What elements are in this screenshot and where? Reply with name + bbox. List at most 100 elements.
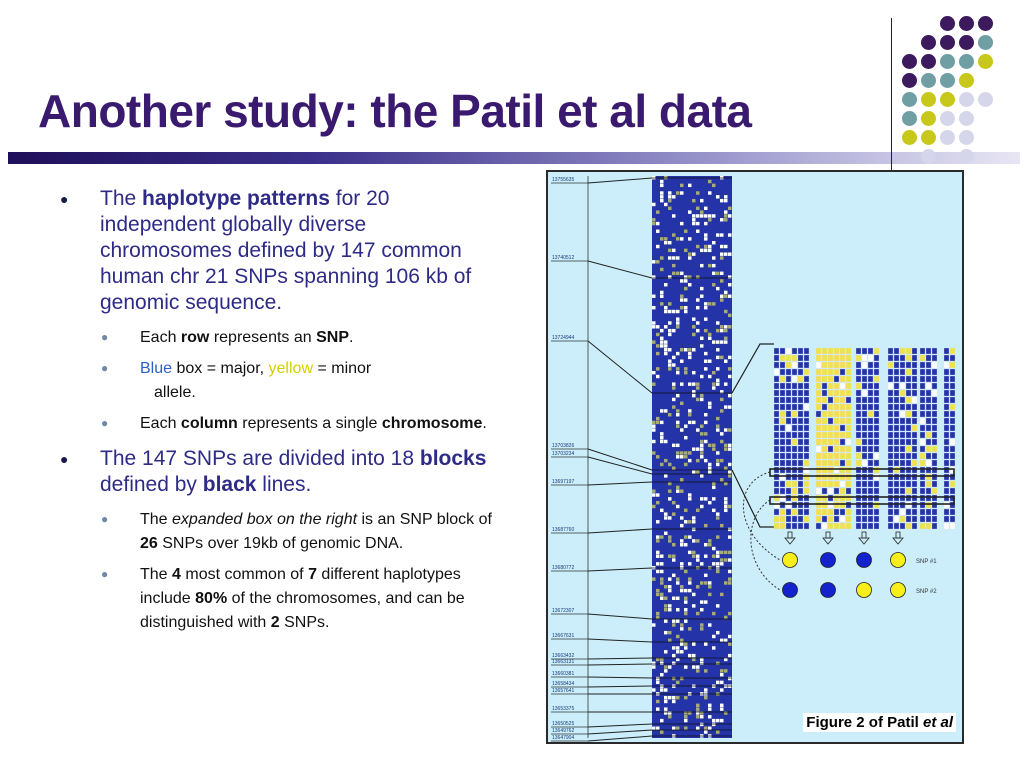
expanded-snp-cell — [845, 438, 852, 446]
haplotype-cell — [724, 195, 728, 199]
expanded-snp-cell — [833, 375, 840, 383]
expanded-snp-cell — [855, 452, 862, 460]
expanded-snp-cell — [867, 480, 874, 488]
expanded-snp-cell — [861, 396, 868, 404]
haplotype-cell — [708, 443, 712, 448]
expanded-snp-cell — [833, 382, 840, 390]
haplotype-cell — [692, 370, 696, 375]
expanded-snp-cell — [919, 515, 926, 523]
haplotype-cell — [724, 382, 728, 386]
expanded-snp-cell — [815, 431, 822, 439]
haplotype-cell — [668, 359, 672, 363]
expanded-snp-cell — [867, 522, 874, 530]
expanded-snp-cell — [861, 382, 868, 390]
haplotype-cell — [708, 543, 712, 547]
haplotype-cell — [660, 462, 664, 467]
haplotype-cell — [708, 592, 712, 597]
expanded-snp-cell — [797, 417, 804, 425]
expanded-snp-cell — [845, 396, 852, 404]
haplotype-cell — [664, 409, 668, 413]
block-connector-line — [587, 657, 653, 660]
expanded-snp-cell — [827, 424, 834, 432]
expanded-snp-cell — [925, 494, 932, 502]
expanded-snp-cell — [867, 417, 874, 425]
haplotype-cell — [672, 726, 676, 730]
haplotype-cell — [672, 661, 676, 665]
expanded-snp-cell — [839, 522, 846, 530]
haplotype-cell — [668, 191, 672, 195]
dotted-arrow — [743, 471, 781, 561]
expanded-snp-cell — [925, 424, 932, 432]
haplotype-cell — [652, 218, 656, 222]
expanded-snp-cell — [779, 389, 786, 397]
haplotype-cell — [708, 179, 712, 184]
expanded-snp-cell — [803, 445, 810, 453]
expanded-snp-cell — [873, 396, 880, 404]
expanded-snp-cell — [925, 403, 932, 411]
haplotype-cell — [708, 703, 712, 708]
expanded-snp-cell — [949, 431, 956, 439]
expanded-snp-cell — [893, 424, 900, 432]
haplotype-cell — [668, 309, 672, 314]
haplotype-cell — [728, 428, 732, 432]
haplotype-cell — [720, 680, 724, 685]
haplotype-cell — [716, 367, 720, 371]
haplotype-cell — [672, 512, 676, 516]
haplotype-cell — [704, 730, 708, 734]
haplotype-cell — [716, 516, 720, 520]
haplotype-cell — [700, 722, 704, 727]
expanded-snp-cell — [911, 466, 918, 474]
haplotype-cell — [656, 344, 660, 348]
expanded-snp-cell — [931, 424, 938, 432]
expanded-snp-cell — [919, 403, 926, 411]
haplotype-cell — [652, 439, 656, 444]
title-underline-bar — [8, 152, 1020, 164]
expanded-snp-cell — [839, 466, 846, 474]
haplotype-cell — [712, 718, 716, 723]
haplotype-cell — [676, 191, 680, 195]
expanded-snp-cell — [855, 522, 862, 530]
haplotype-cell — [712, 611, 716, 616]
expanded-snp-cell — [827, 417, 834, 425]
haplotype-cell — [696, 447, 700, 451]
haplotype-cell — [652, 424, 656, 428]
haplotype-cell — [700, 198, 704, 203]
haplotype-cell — [680, 271, 684, 276]
haplotype-cell — [724, 428, 728, 432]
expanded-snp-cell — [821, 417, 828, 425]
expanded-snp-cell — [861, 347, 868, 355]
expanded-snp-cell — [833, 480, 840, 488]
expanded-snp-cell — [833, 494, 840, 502]
expanded-snp-cell — [861, 522, 868, 530]
expanded-snp-cell — [925, 501, 932, 509]
haplotype-cell — [664, 608, 668, 612]
haplotype-cell — [712, 497, 716, 501]
decor-dot — [959, 54, 974, 69]
haplotype-cell — [688, 283, 692, 287]
haplotype-cell — [700, 497, 704, 501]
expanded-snp-cell — [887, 396, 894, 404]
haplotype-cell — [676, 726, 680, 730]
haplotype-cell — [724, 244, 728, 249]
haplotype-cell — [656, 539, 660, 543]
expanded-snp-cell — [867, 438, 874, 446]
haplotype-cell — [700, 263, 704, 268]
expanded-snp-cell — [949, 389, 956, 397]
expanded-snp-cell — [905, 480, 912, 488]
haplotype-cell — [656, 493, 660, 497]
haplotype-cell — [712, 546, 716, 551]
haplotype-cell — [712, 283, 716, 287]
expanded-snp-cell — [925, 473, 932, 481]
expanded-snp-cell — [919, 375, 926, 383]
snp-position-label: 13697197 — [552, 479, 574, 485]
haplotype-cell — [652, 370, 656, 375]
expanded-snp-cell — [855, 445, 862, 453]
expanded-snp-cell — [943, 438, 950, 446]
expanded-snp-cell — [773, 452, 780, 460]
expanded-snp-cell — [893, 480, 900, 488]
haplotype-cell — [716, 535, 720, 539]
expanded-snp-cell — [919, 396, 926, 404]
block-connector-line — [587, 177, 653, 184]
expanded-snp-cell — [867, 508, 874, 516]
expanded-snp-cell — [893, 431, 900, 439]
